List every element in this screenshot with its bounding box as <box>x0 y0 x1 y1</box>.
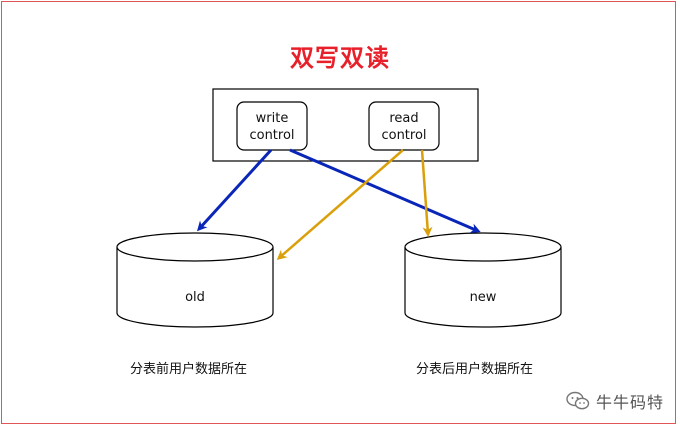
write-to-new-arrow <box>289 148 481 233</box>
db-new-label: new <box>470 290 497 305</box>
wechat-icon <box>566 391 590 410</box>
diagram-title: 双写双读 <box>290 44 390 72</box>
write-to-old-arrow <box>196 148 273 232</box>
watermark: 牛牛码特 <box>566 389 664 413</box>
outer-frame <box>1 1 676 424</box>
write-control-label-line1: write <box>256 111 289 126</box>
db-new-cylinder: new <box>404 232 562 328</box>
caption-new-db: 分表后用户数据所在 <box>416 362 534 377</box>
read-control-label-line1: read <box>389 111 418 126</box>
read-from-new-arrow <box>420 149 433 237</box>
write-control-label-line2: control <box>249 128 294 143</box>
read-control-node: read control <box>368 101 440 151</box>
db-old-cylinder: old <box>116 232 274 328</box>
db-old-label: old <box>185 290 205 305</box>
watermark-text: 牛牛码特 <box>596 393 665 412</box>
read-from-old-arrow <box>276 149 404 260</box>
read-control-label-line2: control <box>381 128 426 143</box>
caption-old-db: 分表前用户数据所在 <box>130 362 248 377</box>
write-control-node: write control <box>236 101 308 151</box>
